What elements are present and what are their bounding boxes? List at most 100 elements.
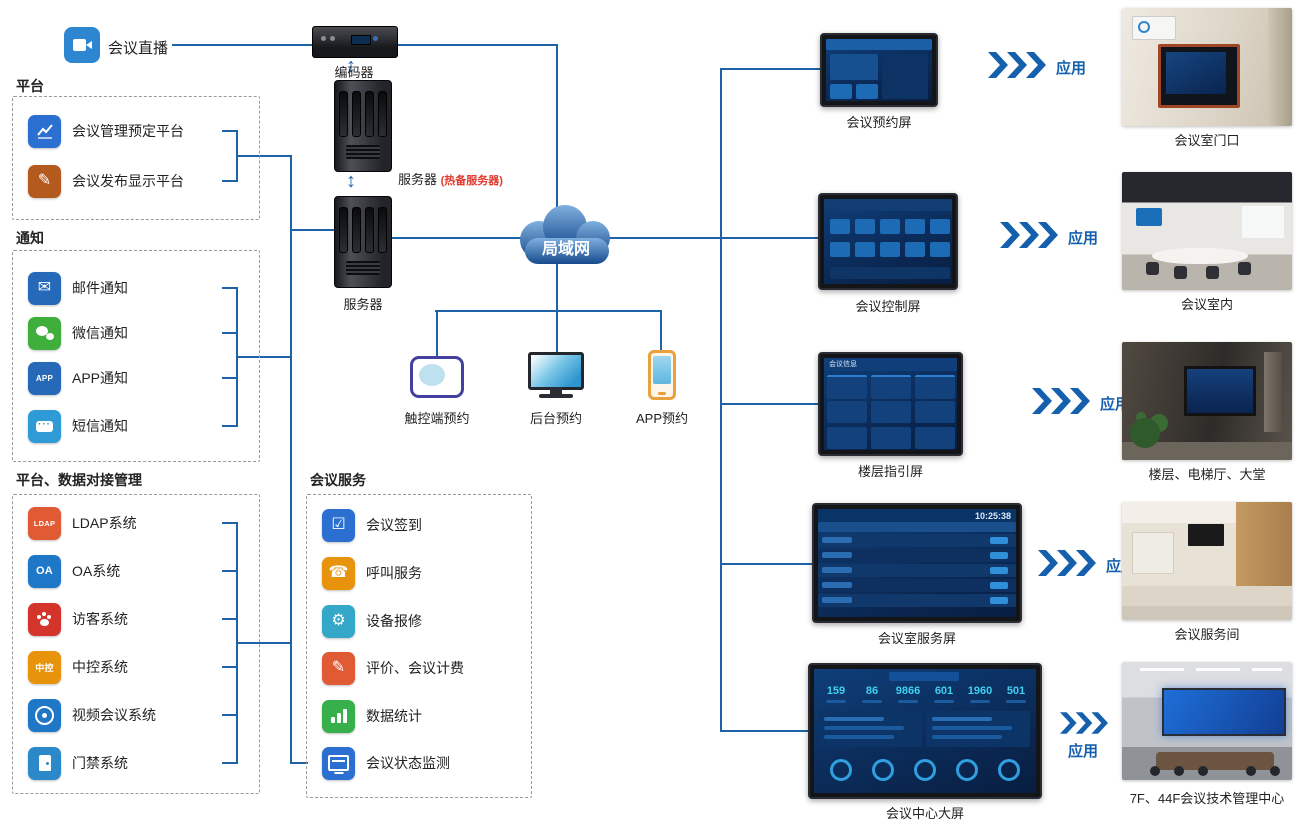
status-monitor-icon bbox=[322, 746, 355, 780]
live-broadcast-icon bbox=[64, 27, 100, 63]
checkin-icon: ☑ bbox=[322, 508, 355, 542]
connector-line bbox=[436, 310, 438, 356]
call-service-icon: ☎ bbox=[322, 556, 355, 590]
screen-label: 楼层指引屏 bbox=[857, 464, 923, 479]
connector-line bbox=[609, 237, 818, 239]
connector-line bbox=[172, 44, 312, 46]
app-booking-label: APP预约 bbox=[635, 411, 688, 426]
photo-elevator-hall bbox=[1122, 342, 1292, 460]
apply-label: 应用 bbox=[1056, 60, 1087, 77]
video-conference-icon bbox=[28, 698, 61, 732]
dashboard-stat: 501 bbox=[1006, 685, 1026, 697]
item-meeting-publish-platform: ✎ 会议发布显示平台 bbox=[28, 164, 184, 198]
connector-line bbox=[222, 130, 238, 132]
item-data-statistics: 数据统计 bbox=[322, 699, 422, 733]
door-access-icon bbox=[28, 746, 61, 780]
item-meeting-booking-platform: 会议管理预定平台 bbox=[28, 114, 184, 148]
item-label: 会议状态监测 bbox=[366, 755, 450, 771]
live-broadcast-label: 会议直播 bbox=[108, 40, 169, 57]
photo-meeting-room-entrance bbox=[1122, 8, 1292, 126]
oa-icon: OA bbox=[28, 554, 61, 588]
item-ldap-system: LDAP LDAP系统 bbox=[28, 506, 137, 540]
connector-line bbox=[222, 377, 238, 379]
photo-management-center bbox=[1122, 662, 1292, 780]
sms-icon bbox=[28, 409, 61, 443]
triple-chevron-icon bbox=[988, 52, 1046, 78]
line-chart-icon bbox=[28, 114, 61, 148]
item-label: 微信通知 bbox=[72, 325, 128, 341]
connector-line bbox=[660, 310, 662, 352]
triple-chevron-icon bbox=[1000, 222, 1058, 248]
triple-chevron-icon bbox=[1032, 388, 1090, 414]
visitor-icon bbox=[28, 602, 61, 636]
screen-meeting-reservation bbox=[820, 33, 938, 107]
server-main-label: 服务器 bbox=[343, 297, 383, 312]
connector-line bbox=[290, 762, 308, 764]
item-oa-system: OA OA系统 bbox=[28, 554, 120, 588]
double-arrow-icon: ↕ bbox=[346, 170, 356, 192]
item-label: 访客系统 bbox=[72, 611, 128, 627]
hot-standby-note: (热备服务器) bbox=[440, 175, 503, 187]
connector-line bbox=[222, 666, 238, 668]
connector-line bbox=[222, 522, 238, 524]
group-title-integration: 平台、数据对接管理 bbox=[16, 472, 142, 488]
connector-line bbox=[435, 310, 661, 312]
group-box-integration bbox=[12, 494, 260, 794]
server-backup bbox=[334, 80, 392, 172]
apply-label: 应用 bbox=[1068, 743, 1099, 760]
desktop-icon bbox=[528, 352, 584, 398]
photo-meeting-room-interior bbox=[1122, 172, 1292, 290]
item-app-notify: APP APP通知 bbox=[28, 361, 128, 395]
item-label: 会议签到 bbox=[366, 517, 422, 533]
item-label: APP通知 bbox=[72, 370, 129, 386]
item-equipment-repair: ⚙ 设备报修 bbox=[322, 604, 422, 638]
photo-caption: 7F、44F会议技术管理中心 bbox=[1129, 791, 1285, 806]
wechat-icon bbox=[28, 316, 61, 350]
item-central-control-system: 中控 中控系统 bbox=[28, 650, 128, 684]
item-label: 设备报修 bbox=[366, 613, 422, 629]
dashboard-stat: 9866 bbox=[895, 685, 921, 697]
screen-center-dashboard: 159 86 9866 601 1960 501 bbox=[808, 663, 1042, 799]
triple-chevron-icon bbox=[1038, 550, 1096, 576]
connector-line bbox=[290, 155, 292, 764]
connector-line bbox=[222, 762, 238, 764]
photo-caption: 楼层、电梯厅、大堂 bbox=[1148, 467, 1266, 482]
group-box-services bbox=[306, 494, 532, 798]
lan-cloud: 局域网 bbox=[520, 205, 610, 264]
item-label: 会议发布显示平台 bbox=[72, 173, 184, 189]
item-label: 呼叫服务 bbox=[366, 565, 422, 581]
server-main bbox=[334, 196, 392, 288]
item-video-conference-system: 视频会议系统 bbox=[28, 698, 156, 732]
triple-chevron-icon bbox=[1060, 712, 1108, 734]
item-meeting-checkin: ☑ 会议签到 bbox=[322, 508, 422, 542]
item-label: 数据统计 bbox=[366, 708, 422, 724]
app-icon: APP bbox=[28, 361, 61, 395]
billing-icon: ✎ bbox=[322, 651, 355, 685]
statistics-icon bbox=[322, 699, 355, 733]
connector-line bbox=[222, 570, 238, 572]
photo-caption: 会议服务间 bbox=[1174, 627, 1240, 642]
item-label: 短信通知 bbox=[72, 418, 128, 434]
group-title-services: 会议服务 bbox=[310, 472, 366, 488]
connector-line bbox=[556, 44, 558, 208]
photo-caption: 会议室内 bbox=[1180, 297, 1233, 312]
connector-line bbox=[222, 618, 238, 620]
group-box-platform bbox=[12, 96, 260, 220]
connector-line bbox=[720, 68, 820, 70]
item-call-service: ☎ 呼叫服务 bbox=[322, 556, 422, 590]
screen-floor-guide: 会议信息 bbox=[818, 352, 963, 456]
item-label: 邮件通知 bbox=[72, 280, 128, 296]
item-visitor-system: 访客系统 bbox=[28, 602, 128, 636]
item-status-monitoring: 会议状态监测 bbox=[322, 746, 450, 780]
tablet-icon bbox=[410, 356, 464, 398]
publish-edit-icon: ✎ bbox=[28, 164, 61, 198]
item-label: 视频会议系统 bbox=[72, 707, 156, 723]
connector-line bbox=[222, 332, 238, 334]
connector-line bbox=[222, 714, 238, 716]
photo-service-room bbox=[1122, 502, 1292, 620]
connector-line bbox=[222, 425, 238, 427]
screen-label: 会议中心大屏 bbox=[885, 806, 964, 821]
photo-caption: 会议室门口 bbox=[1174, 133, 1240, 148]
connector-line bbox=[720, 563, 812, 565]
